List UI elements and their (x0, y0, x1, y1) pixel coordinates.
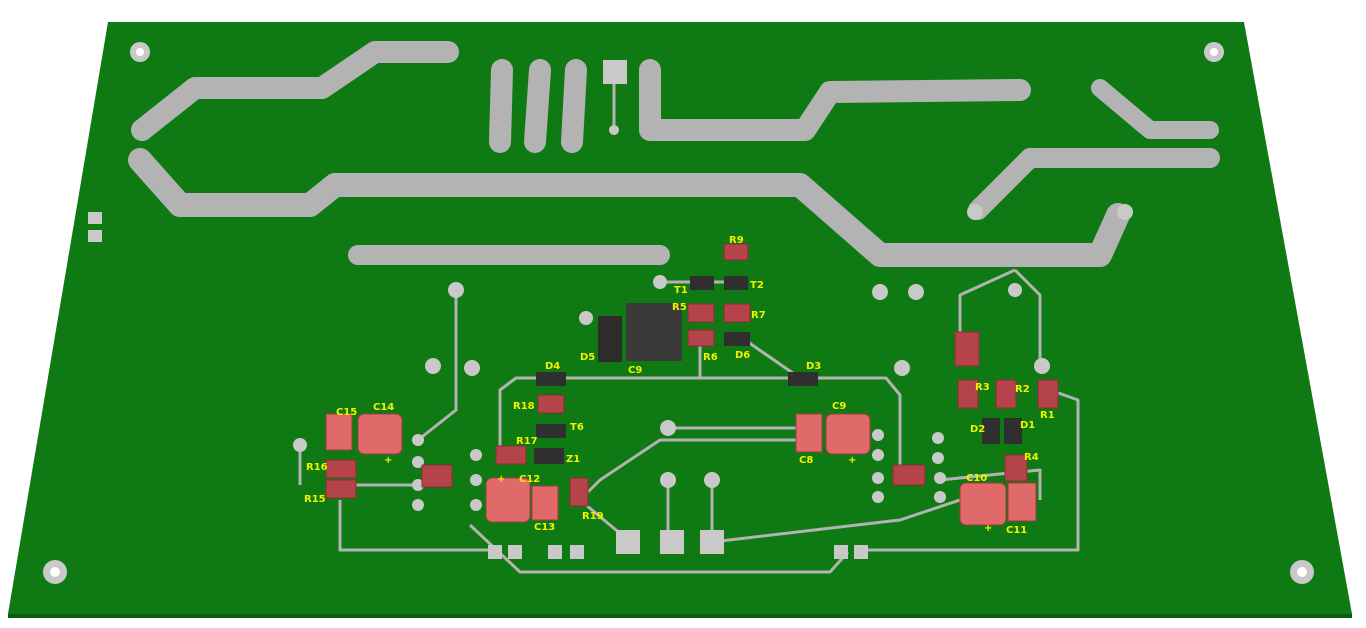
power-trace (131, 41, 459, 141)
vias (293, 204, 1133, 511)
power-trace (561, 59, 587, 153)
label-plus-c12: + (497, 474, 505, 485)
power-trace (489, 59, 513, 153)
label-plus-c10: + (984, 523, 992, 534)
label-c9-ic: C9 (628, 365, 642, 376)
label-r15: R15 (304, 494, 326, 505)
label-c11: C11 (1006, 525, 1027, 536)
pcb-board-edge (8, 614, 1352, 618)
label-r2: R2 (1015, 384, 1030, 395)
label-c9: C9 (832, 401, 846, 412)
label-c13: C13 (534, 522, 555, 533)
label-c12: C12 (519, 474, 540, 485)
power-traces (128, 41, 1220, 267)
label-c14: C14 (373, 402, 394, 413)
label-r7: R7 (751, 310, 766, 321)
power-trace (128, 148, 1130, 267)
power-trace (1091, 79, 1219, 139)
label-c10: C10 (966, 473, 987, 484)
power-trace (639, 59, 1031, 141)
label-r19: R19 (582, 511, 604, 522)
label-plus-c14: + (384, 455, 392, 466)
silkscreen-labels: R9 T1 T2 R5 R7 R6 D6 D5 C9 D3 D4 R18 T6 … (304, 235, 1055, 536)
power-trace (968, 148, 1220, 220)
label-c8: C8 (799, 455, 813, 466)
label-r9: R9 (729, 235, 744, 246)
label-r4: R4 (1024, 452, 1039, 463)
label-r16: R16 (306, 462, 328, 473)
label-d4: D4 (545, 361, 560, 372)
capacitors (325, 413, 1037, 526)
label-t2: T2 (750, 280, 764, 291)
label-r18: R18 (513, 401, 535, 412)
label-d1: D1 (1020, 420, 1035, 431)
power-trace (524, 59, 551, 153)
connector-pads (88, 212, 868, 559)
label-d6: D6 (735, 350, 750, 361)
label-t6: T6 (570, 422, 584, 433)
label-r6: R6 (703, 352, 718, 363)
diode-d5-body (598, 316, 622, 362)
mounting-holes (43, 42, 1314, 584)
label-t1: T1 (674, 285, 688, 296)
label-d2: D2 (970, 424, 985, 435)
label-z1: Z1 (566, 454, 580, 465)
label-r5: R5 (672, 302, 687, 313)
label-c15: C15 (336, 407, 357, 418)
label-r3: R3 (975, 382, 990, 393)
small-transistors (534, 276, 1022, 464)
label-plus-c9: + (848, 455, 856, 466)
resistors (325, 243, 1059, 507)
pad-square (603, 60, 627, 84)
label-d5: D5 (580, 352, 595, 363)
label-d3: D3 (806, 361, 821, 372)
label-r17: R17 (516, 436, 538, 447)
ic-package (626, 303, 682, 361)
label-r1: R1 (1040, 410, 1055, 421)
